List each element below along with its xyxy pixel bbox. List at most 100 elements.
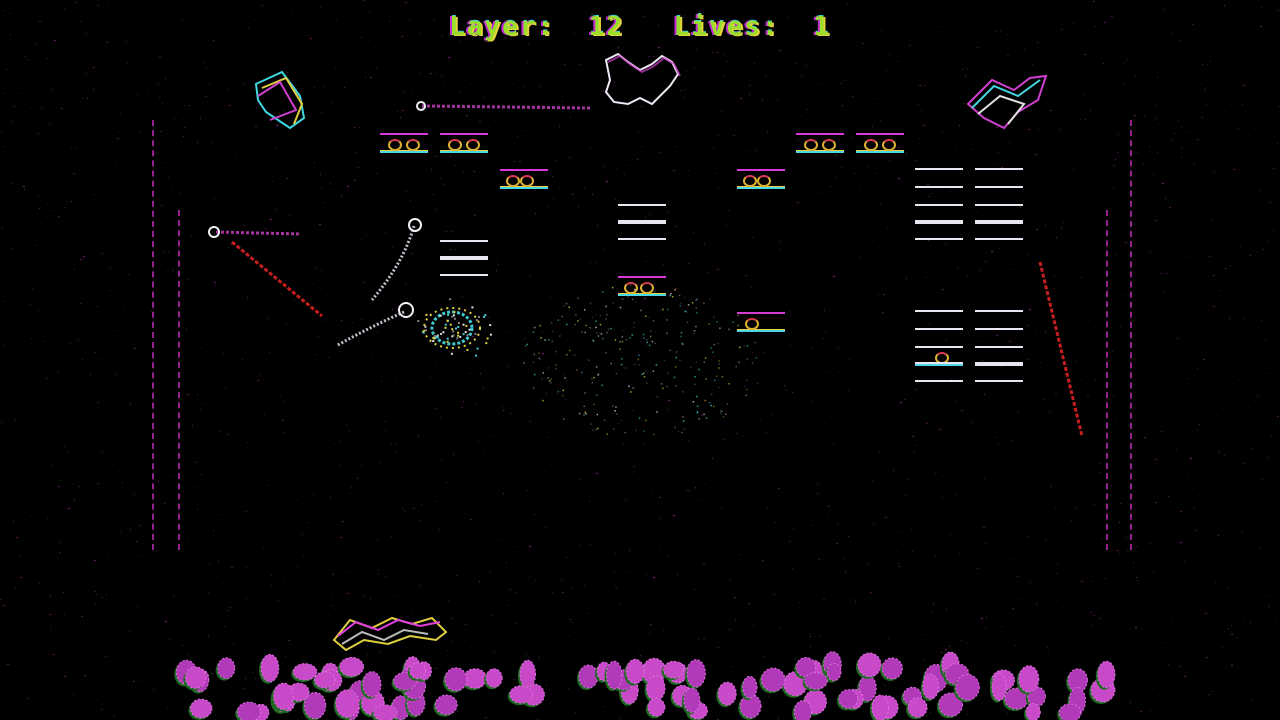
particle [682, 420, 685, 422]
particle [424, 325, 427, 328]
particle [593, 403, 595, 406]
brick [618, 204, 666, 224]
particle [715, 375, 718, 377]
particle [471, 306, 474, 309]
brick [975, 220, 1023, 240]
egg [793, 700, 812, 720]
particle [654, 342, 657, 344]
particle [615, 406, 617, 408]
particle [698, 368, 700, 371]
particle [696, 411, 699, 413]
particle [422, 331, 425, 334]
egg [881, 657, 903, 680]
egg [922, 673, 940, 700]
egg [742, 675, 758, 699]
particle [662, 387, 664, 390]
particle [452, 334, 455, 337]
egg [335, 689, 360, 718]
egg [606, 660, 623, 690]
particle [696, 412, 699, 414]
particle [465, 324, 468, 327]
particle [686, 321, 689, 324]
particle [653, 433, 655, 436]
particle [713, 379, 716, 382]
particle [544, 339, 546, 341]
brick [975, 346, 1023, 366]
particle [454, 317, 456, 320]
egg [871, 694, 889, 720]
explosion [423, 307, 481, 349]
particle [652, 320, 655, 322]
particle [695, 307, 698, 309]
particle [739, 346, 741, 349]
particle [562, 389, 564, 392]
particle [640, 309, 642, 312]
particle [425, 313, 428, 316]
particle [655, 364, 658, 366]
particle [696, 298, 699, 300]
particle [575, 314, 577, 316]
particle [614, 410, 616, 412]
particle [616, 413, 618, 415]
particle [446, 337, 449, 340]
egg [339, 656, 365, 677]
particle [666, 319, 668, 321]
particle [592, 429, 594, 432]
layer-value: 12 [588, 12, 624, 42]
egg [485, 668, 503, 688]
particle [555, 350, 557, 353]
particle [705, 417, 708, 419]
particle [670, 293, 672, 295]
particle [555, 364, 557, 366]
particle [464, 331, 467, 333]
particle [456, 337, 459, 340]
particle [478, 316, 480, 318]
particle [632, 387, 634, 389]
particle [667, 372, 669, 375]
particle [540, 337, 542, 339]
particle [645, 339, 648, 341]
particle [642, 333, 645, 336]
egg [1018, 665, 1040, 693]
particle [621, 340, 624, 343]
particle [585, 413, 587, 415]
particle [436, 334, 439, 337]
particle [539, 324, 541, 327]
particle [439, 314, 442, 317]
particle [713, 316, 715, 318]
particle [648, 344, 651, 346]
particle [625, 339, 628, 341]
particle [563, 305, 565, 307]
egg [646, 675, 666, 702]
particle [575, 369, 578, 371]
egg [509, 685, 534, 704]
particle [620, 363, 623, 366]
particle [557, 319, 560, 321]
particle [690, 366, 692, 368]
particle [645, 419, 647, 422]
particle [589, 302, 592, 305]
particle [584, 392, 586, 394]
particle [745, 394, 747, 397]
particle [754, 341, 757, 344]
particle [621, 358, 623, 360]
particle [638, 364, 640, 366]
egg [444, 667, 468, 692]
particle [704, 357, 707, 359]
particle [691, 302, 694, 304]
particle [703, 302, 705, 304]
particle [728, 328, 730, 330]
particle [735, 365, 737, 368]
particle [687, 304, 690, 306]
particle [573, 354, 576, 357]
particle [476, 347, 479, 350]
particle [638, 354, 640, 356]
particle [704, 399, 707, 402]
particle [468, 328, 471, 331]
ball [408, 218, 422, 232]
particle [614, 339, 617, 341]
particle [484, 314, 487, 317]
particle [601, 384, 603, 386]
particle [692, 332, 695, 335]
